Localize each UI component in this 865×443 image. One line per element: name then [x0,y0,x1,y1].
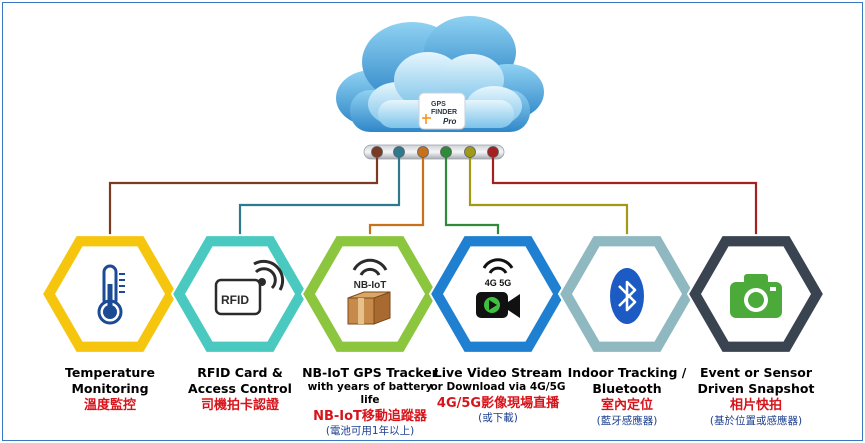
label-zh-note: (電池可用1年以上) [325,425,415,438]
label-en-line: NB-IoT GPS Tracker [302,365,438,380]
rfid-text: RFID [221,293,249,307]
label-en-sub: with years of battery life [307,380,433,406]
label-en-line: RFID Card & [197,365,283,380]
bluetooth-icon [610,268,644,324]
connector-line-temperature [108,152,379,240]
label-en-line: Event or Sensor [699,365,813,380]
label-indoor: Indoor Tracking /Bluetooth 室內定位(藍牙感應器) [557,365,697,428]
connector-dot-video [440,146,452,158]
connector-line-nbiot [368,152,425,240]
video-network-text: 4G 5G [485,278,512,288]
label-en-line: Access Control [188,380,292,396]
connector-dot-temperature [371,146,383,158]
label-en-line: Bluetooth [592,380,662,396]
logo-line1: GPS [431,101,446,108]
label-zh-note: (基於位置或感應器) [709,414,803,427]
label-en-line: Temperature [65,365,155,380]
gps-finder-logo: GPS FINDER Pro [418,92,466,130]
label-zh: 司機拍卡認證 [200,398,279,414]
label-en-line: Driven Snapshot [697,380,815,396]
connector-line-video [444,152,500,240]
connector-bar [363,144,505,160]
label-en-line: Monitoring [71,380,149,396]
label-rfid: RFID Card &Access Control 司機拍卡認證 [170,365,310,415]
logo-line2: FINDER [431,109,457,116]
connector-line-indoor [468,152,629,240]
label-en-sub: or Download via 4G/5G [430,380,566,393]
thermometer-icon [97,264,125,325]
nbiot-text: NB-IoT [354,280,387,291]
connector-line-snapshot [491,152,758,240]
label-zh-note: (或下載) [478,412,518,424]
logo-line3: Pro [443,117,456,126]
nbiot-box-icon: NB-IoT [347,258,391,325]
label-zh-note: (藍牙感應器) [596,414,658,427]
rfid-card-icon: RFID [214,259,285,316]
connector-dot-snapshot [487,146,499,158]
label-zh: 溫度監控 [83,398,136,414]
label-zh: NB-IoT移動追蹤器 [313,408,427,424]
label-en-line: Indoor Tracking / [567,365,687,380]
connector-line-rfid [238,152,401,240]
camera-icon [730,274,782,318]
label-zh: 室內定位 [600,398,653,414]
connector-dot-rfid [393,146,405,158]
label-zh: 相片快拍 [729,398,782,414]
video-camera-icon: 4G 5G [476,258,520,318]
connector-dot-indoor [464,146,476,158]
label-en-line: Live Video Stream [433,365,563,380]
label-zh: 4G/5G影像現場直播 [436,395,560,411]
connector-dot-nbiot [417,146,429,158]
